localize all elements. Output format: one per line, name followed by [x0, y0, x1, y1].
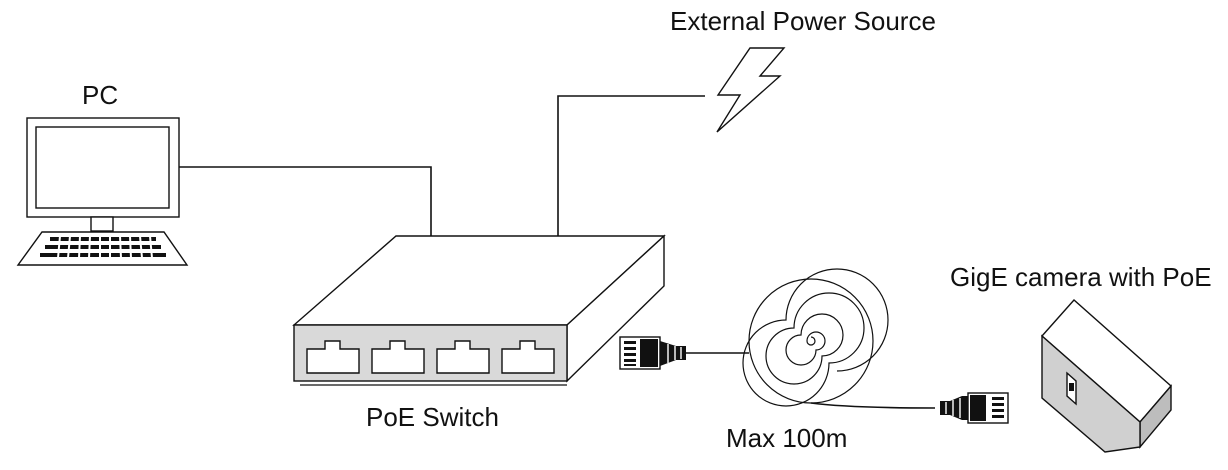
switch-port-4: [501, 340, 555, 374]
switch-port-3: [436, 340, 490, 374]
network-switch-icon: [292, 234, 666, 386]
external-power-label: External Power Source: [670, 6, 936, 36]
lightning-bolt-icon: [716, 47, 786, 133]
connector-left-boot: [660, 341, 686, 366]
poe-switch-label: PoE Switch: [366, 402, 499, 432]
rj45-connector-icon: [619, 336, 686, 370]
camera-front: [1041, 334, 1141, 453]
gige-camera-icon: [1041, 299, 1172, 453]
pc-to-switch-cable: [179, 166, 432, 236]
switch-port-2: [371, 340, 425, 374]
pc-label: PC: [82, 80, 118, 110]
keyboard-key-gaps: [57, 235, 153, 259]
switch-port-1: [306, 340, 360, 374]
keyboard-keys: [40, 237, 166, 257]
coiled-cable-icon: [742, 268, 889, 407]
cable-segment-right: [810, 402, 936, 409]
desktop-computer-icon: [16, 117, 189, 266]
switch-to-power-cable: [557, 95, 705, 236]
rj45-connector-right: [940, 392, 1009, 424]
switch-ports: [306, 340, 555, 374]
cable-length-label: Max 100m: [726, 423, 847, 453]
monitor-screen: [35, 126, 170, 209]
connector-right-boot: [940, 396, 968, 420]
camera-label: GigE camera with PoE: [950, 262, 1212, 292]
monitor-stand: [90, 216, 114, 232]
